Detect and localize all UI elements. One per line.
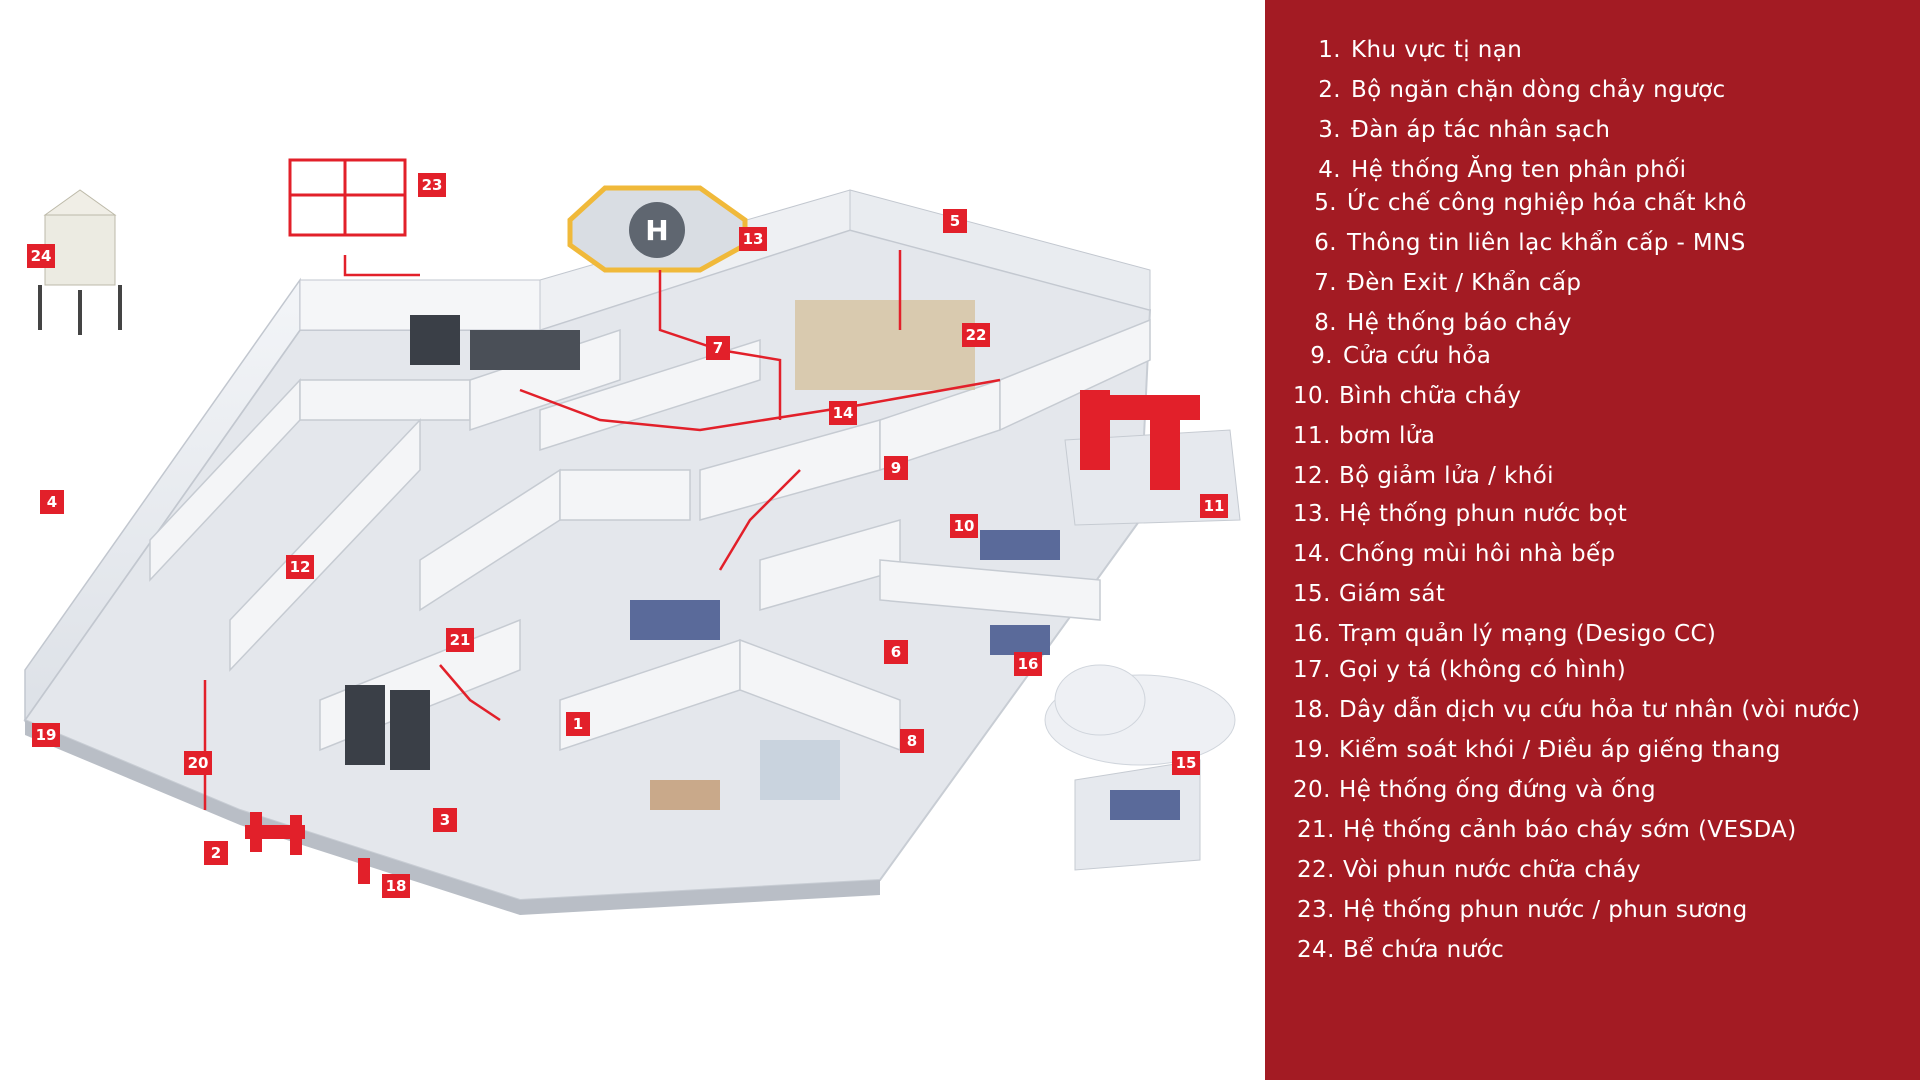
building-floor-shadow: [25, 720, 880, 915]
svg-text:22: 22: [966, 326, 987, 344]
badge-11: 11: [1200, 494, 1228, 518]
badge-10: 10: [950, 514, 978, 538]
svg-text:19: 19: [36, 726, 57, 744]
legend-item-9: 9.Cửa cứu hỏa: [1310, 343, 1492, 369]
legend-item-24: 24.Bể chứa nước: [1297, 937, 1505, 963]
svg-text:20: 20: [188, 754, 209, 772]
interior-walls: [149, 318, 1151, 752]
svg-text:11: 11: [1204, 497, 1225, 515]
sprinkler-frame: [288, 158, 407, 237]
legend-item-3: 3.Đàn áp tác nhân sạch: [1318, 117, 1611, 143]
svg-text:1: 1: [573, 715, 583, 733]
building-illustration: H: [23, 158, 1241, 915]
svg-text:4: 4: [47, 493, 57, 511]
legend-item-12: 12.Bộ giảm lửa / khói: [1293, 463, 1554, 489]
legend-item-14: 14.Chống mùi hôi nhà bếp: [1293, 541, 1616, 567]
svg-text:9: 9: [891, 459, 901, 477]
badge-19: 19: [32, 723, 60, 747]
badge-23: 23: [418, 173, 446, 197]
svg-text:13: 13: [743, 230, 764, 248]
badge-13: 13: [739, 227, 767, 251]
helipad-letter: H: [645, 214, 668, 247]
badge-7: 7: [706, 336, 730, 360]
helipad: H: [567, 185, 748, 273]
legend-item-15: 15.Giám sát: [1293, 581, 1446, 607]
svg-text:24: 24: [31, 247, 52, 265]
legend-item-17: 17.Gọi y tá (không có hình): [1293, 657, 1627, 683]
legend-item-5: 5.Ức chế công nghiệp hóa chất khô: [1314, 190, 1747, 216]
legend-item-1: 1.Khu vực tị nạn: [1318, 37, 1523, 63]
furniture: [345, 300, 1060, 810]
badge-14: 14: [829, 401, 857, 425]
badge-2: 2: [204, 841, 228, 865]
legend-item-20: 20.Hệ thống ống đứng và ống: [1293, 777, 1657, 803]
legend-item-23: 23.Hệ thống phun nước / phun sương: [1297, 897, 1748, 923]
badge-22: 22: [962, 323, 990, 347]
svg-text:10: 10: [954, 517, 975, 535]
legend-item-21: 21.Hệ thống cảnh báo cháy sớm (VESDA): [1297, 817, 1797, 843]
svg-text:21: 21: [450, 631, 471, 649]
badge-6: 6: [884, 640, 908, 664]
svg-text:6: 6: [891, 643, 901, 661]
badge-4: 4: [40, 490, 64, 514]
svg-text:5: 5: [950, 212, 960, 230]
right-back-wall: [849, 189, 1151, 311]
legend-item-16: 16.Trạm quản lý mạng (Desigo CC): [1293, 621, 1717, 647]
monitoring-cloud: [1044, 664, 1236, 871]
legend-item-4: 4.Hệ thống Ăng ten phân phối: [1318, 157, 1687, 183]
fire-pump-room: [1064, 390, 1241, 526]
legend-item-13: 13.Hệ thống phun nước bọt: [1293, 501, 1628, 527]
svg-text:3: 3: [440, 811, 450, 829]
legend-item-19: 19.Kiểm soát khói / Điều áp giếng thang: [1293, 737, 1781, 763]
badge-16: 16: [1014, 652, 1042, 676]
legend-item-2: 2.Bộ ngăn chặn dòng chảy ngược: [1318, 77, 1726, 103]
legend-item-18: 18.Dây dẫn dịch vụ cứu hỏa tư nhân (vòi …: [1293, 697, 1861, 723]
svg-text:7: 7: [713, 339, 723, 357]
svg-text:15: 15: [1176, 754, 1197, 772]
badge-1: 1: [566, 712, 590, 736]
badge-12: 12: [286, 555, 314, 579]
badge-24: 24: [27, 244, 55, 268]
backflow-pipes: [245, 812, 370, 884]
svg-text:16: 16: [1018, 655, 1039, 673]
legend-item-8: 8.Hệ thống báo cháy: [1314, 310, 1572, 336]
pipe-network: [203, 250, 1001, 810]
svg-text:23: 23: [422, 176, 443, 194]
building-svg: H: [23, 158, 1241, 915]
svg-text:2: 2: [211, 844, 221, 862]
svg-text:8: 8: [907, 732, 917, 750]
legend-item-22: 22.Vòi phun nước chữa cháy: [1297, 857, 1641, 883]
badge-15: 15: [1172, 751, 1200, 775]
badge-5: 5: [943, 209, 967, 233]
legend-item-7: 7.Đèn Exit / Khẩn cấp: [1314, 270, 1582, 296]
badge-3: 3: [433, 808, 457, 832]
legend-item-11: 11.bơm lửa: [1293, 423, 1436, 449]
svg-text:12: 12: [290, 558, 311, 576]
legend-list: 1.Khu vực tị nạn 2.Bộ ngăn chặn dòng chả…: [1265, 30, 1920, 970]
svg-text:18: 18: [386, 877, 407, 895]
legend-item-6: 6.Thông tin liên lạc khẩn cấp - MNS: [1314, 230, 1746, 256]
legend-panel: 1.Khu vực tị nạn 2.Bộ ngăn chặn dòng chả…: [1265, 0, 1920, 1080]
badge-21: 21: [446, 628, 474, 652]
badge-18: 18: [382, 874, 410, 898]
badge-9: 9: [884, 456, 908, 480]
badge-20: 20: [184, 751, 212, 775]
legend-item-10: 10.Bình chữa cháy: [1293, 383, 1522, 409]
svg-text:14: 14: [833, 404, 854, 422]
badge-8: 8: [900, 729, 924, 753]
